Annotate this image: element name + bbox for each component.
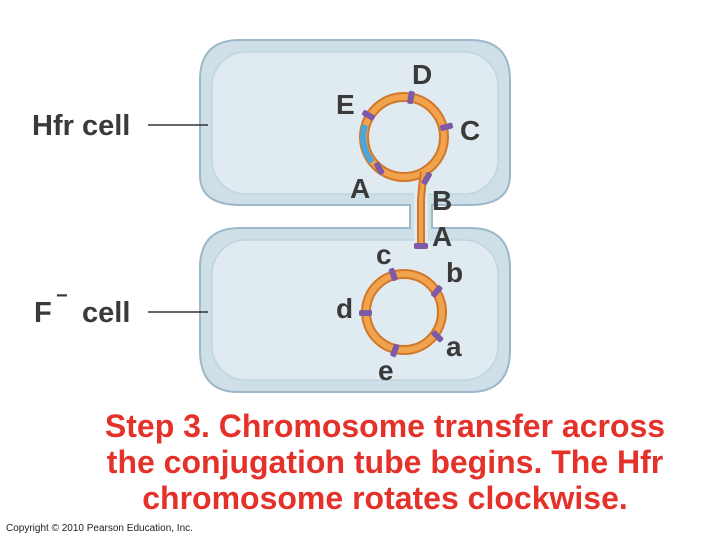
marker-C — [439, 122, 454, 132]
hfr-cytoplasm — [211, 51, 499, 195]
copyright-notice: Copyright © 2010 Pearson Education, Inc. — [6, 523, 193, 534]
fminus-superscript: − — [56, 285, 68, 307]
gene-label-A: A — [350, 173, 370, 204]
marker-D — [407, 90, 415, 105]
gene-label-C: C — [460, 115, 480, 146]
marker-b — [431, 285, 443, 298]
gene-label-c: c — [376, 239, 392, 270]
marker-a — [431, 330, 444, 343]
caption-line-2: the conjugation tube begins. The Hfr — [106, 444, 664, 480]
marker-d — [359, 310, 372, 316]
hfr-cell-label: Hfr cell — [32, 110, 130, 142]
gene-label-e: e — [378, 355, 394, 386]
fminus-cell-suffix: cell — [82, 297, 130, 329]
transfer-strand — [360, 124, 375, 164]
gene-label-D: D — [412, 59, 432, 90]
marker-A — [374, 162, 385, 175]
gene-label-A-tube: A — [432, 221, 452, 252]
marker-e — [390, 343, 400, 358]
gene-label-E: E — [336, 89, 355, 120]
gene-label-d: d — [336, 293, 353, 324]
caption-line-1: Step 3. Chromosome transfer across — [104, 408, 666, 444]
marker-B — [421, 172, 432, 185]
gene-label-a: a — [446, 331, 462, 362]
gene-label-B: B — [432, 185, 452, 216]
marker-A-tube — [414, 243, 428, 249]
tube-strand-core — [419, 171, 426, 245]
gene-label-b: b — [446, 257, 463, 288]
caption-line-3: chromosome rotates clockwise. — [142, 480, 628, 516]
step-caption: Step 3. Chromosome transfer across the c… — [60, 408, 710, 516]
marker-c — [388, 267, 398, 282]
fminus-cell-label: F — [34, 297, 52, 329]
marker-E — [362, 110, 375, 121]
